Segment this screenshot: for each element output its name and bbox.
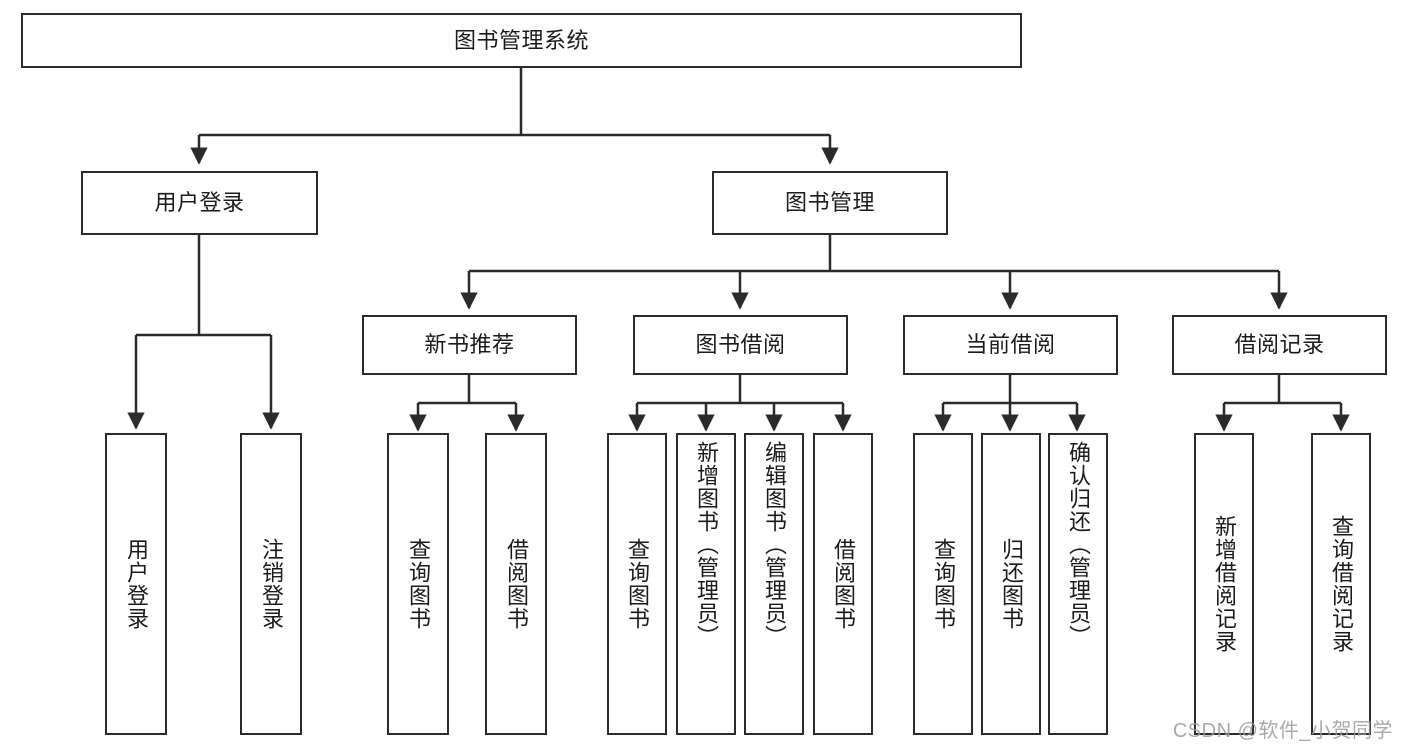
leaf-borrow-book-recommend[interactable]: 借阅图书 — [485, 433, 547, 735]
node-label: 新增图书（管理员） — [693, 441, 719, 648]
node-label: 用户登录 — [123, 538, 149, 630]
leaf-query-borrow-record[interactable]: 查询借阅记录 — [1311, 433, 1371, 735]
node-label: 新增借阅记录 — [1211, 515, 1237, 653]
node-label: 用户登录 — [154, 190, 245, 215]
node-label: 图书管理 — [784, 190, 875, 215]
leaf-add-borrow-record[interactable]: 新增借阅记录 — [1194, 433, 1254, 735]
node-book-borrow[interactable]: 图书借阅 — [633, 315, 848, 375]
leaf-add-book[interactable]: 新增图书（管理员） — [676, 433, 736, 735]
node-label: 新书推荐 — [424, 332, 515, 357]
node-label: 查询借阅记录 — [1328, 515, 1354, 653]
node-new-book-recommend[interactable]: 新书推荐 — [362, 315, 577, 375]
node-borrow-record[interactable]: 借阅记录 — [1172, 315, 1387, 375]
node-label: 借阅记录 — [1234, 332, 1325, 357]
leaf-edit-book[interactable]: 编辑图书（管理员） — [744, 433, 804, 735]
node-label: 借阅图书 — [830, 538, 856, 630]
leaf-return-book[interactable]: 归还图书 — [981, 433, 1041, 735]
node-current-borrow[interactable]: 当前借阅 — [903, 315, 1118, 375]
leaf-query-book-recommend[interactable]: 查询图书 — [387, 433, 449, 735]
node-label: 图书借阅 — [695, 332, 786, 357]
leaf-query-book-borrow[interactable]: 查询图书 — [607, 433, 667, 735]
node-label: 借阅图书 — [503, 538, 529, 630]
node-root-system[interactable]: 图书管理系统 — [21, 13, 1022, 68]
node-label: 注销登录 — [258, 538, 284, 630]
node-label: 当前借阅 — [965, 332, 1056, 357]
node-label: 查询图书 — [930, 538, 956, 630]
node-label: 归还图书 — [998, 538, 1024, 630]
node-user-login[interactable]: 用户登录 — [81, 171, 318, 235]
leaf-query-book-current[interactable]: 查询图书 — [913, 433, 973, 735]
node-label: 编辑图书（管理员） — [761, 441, 787, 648]
node-label: 查询图书 — [624, 538, 650, 630]
node-label: 查询图书 — [405, 538, 431, 630]
leaf-confirm-return[interactable]: 确认归还（管理员） — [1048, 433, 1108, 735]
leaf-borrow-book-borrow[interactable]: 借阅图书 — [813, 433, 873, 735]
node-label: 确认归还（管理员） — [1065, 441, 1091, 648]
leaf-user-login[interactable]: 用户登录 — [105, 433, 167, 735]
node-book-management[interactable]: 图书管理 — [712, 171, 948, 235]
node-label: 图书管理系统 — [453, 27, 589, 53]
leaf-logout-login[interactable]: 注销登录 — [240, 433, 302, 735]
